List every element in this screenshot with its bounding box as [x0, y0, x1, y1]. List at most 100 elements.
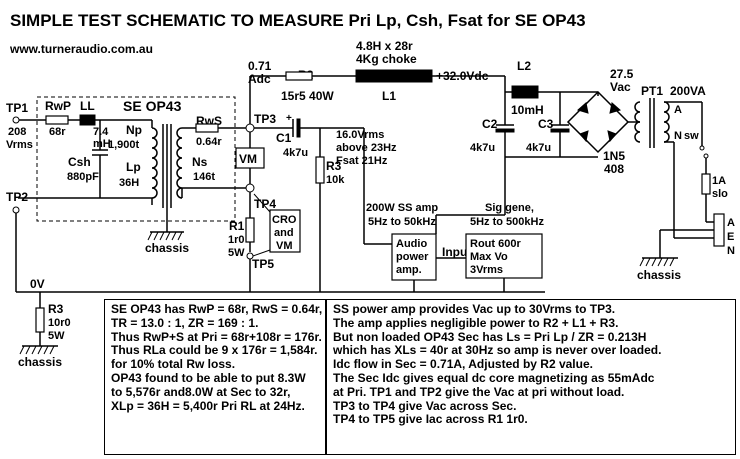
plug-active: A: [727, 217, 735, 229]
mains-plug: [713, 213, 725, 247]
website-label: www.turneraudio.com.au: [9, 42, 153, 56]
measurement-3: Fsat 21Hz: [336, 155, 388, 167]
rwp-value: 68r: [49, 126, 66, 138]
tp1-label: TP1: [6, 101, 28, 115]
c2-label: C2: [482, 117, 498, 131]
dc-current-2: Adc: [248, 72, 271, 86]
l1-choke: [355, 69, 433, 83]
dc-current-1: 0.71: [248, 59, 272, 73]
siggen-box: [465, 233, 543, 279]
c3-label: C3: [538, 117, 554, 131]
csh-value: 880pF: [67, 171, 99, 183]
pt1-vac-2: Vac: [610, 80, 631, 94]
rws-value: 0.64r: [196, 136, 222, 148]
r3b-value-1: 10r0: [48, 317, 71, 329]
siggen-label-3: 3Vrms: [470, 264, 503, 276]
l1-label: L1: [382, 89, 396, 103]
r2-value: 15r5 40W: [281, 89, 334, 103]
c2-plate-bottom: [495, 128, 515, 133]
note-line: Thus RwP+S at Pri = 68r+108r = 176r.: [111, 329, 322, 344]
c1-plate-right: [296, 118, 301, 138]
tp3-label: TP3: [254, 112, 276, 126]
note-line: The amp applies negligible power to R2 +…: [333, 315, 619, 330]
csh-label: Csh: [68, 155, 91, 169]
r3-resistor: [315, 156, 325, 184]
supply-voltage: +32.0Vdc: [436, 69, 489, 83]
vm-label: VM: [239, 152, 257, 166]
note-line: But non loaded OP43 Sec has Ls = Pri Lp …: [333, 329, 647, 344]
measurement-1: 16.0Vrms: [336, 129, 384, 141]
plug-earth: E: [727, 231, 734, 243]
pt1-label: PT1: [641, 84, 663, 98]
siggen-title-2: 5Hz to 500kHz: [470, 216, 544, 228]
chassis-ground-hatch-3: [19, 345, 55, 355]
np-label: Np: [126, 123, 142, 137]
fuse-label-1: 1A: [712, 175, 726, 187]
note-line: Thus RLa could be 9 x 176r = 1,584r.: [111, 343, 318, 358]
wire-cro-tp4: [253, 193, 271, 213]
plug-neutral: N: [727, 245, 735, 257]
note-line: to 5,576r and8.0W at Sec to 32r,: [111, 384, 291, 399]
fuse-1a: [701, 173, 711, 195]
l1-rating-1: 4.8H x 28r: [356, 39, 413, 53]
r1-value-1: 1r0: [228, 234, 245, 246]
transformer-name: SE OP43: [123, 98, 182, 114]
note-line: TR = 13.0 : 1, ZR = 169 : 1.: [111, 315, 259, 330]
diode-1: [576, 102, 589, 114]
note-line: XLp = 36H = 5,400r Pri RL at 24Hz.: [111, 398, 305, 413]
note-line: The Sec Idc gives equal dc core magnetiz…: [333, 370, 655, 385]
chassis-label-3: chassis: [18, 355, 62, 369]
tp4-label: TP4: [254, 197, 276, 211]
diode-bridge: [566, 90, 630, 154]
chassis-ground-hatch: [147, 231, 183, 241]
note-line: SE OP43 has RwP = 68r, RwS = 0.64r,: [111, 302, 323, 316]
note-line: SS power amp provides Vac up to 30Vrms t…: [333, 302, 616, 316]
switch-contact-2: [703, 153, 709, 159]
tp2-label: TP2: [6, 190, 28, 204]
diode-label-1: 1N5: [603, 149, 625, 163]
ll-label: LL: [80, 99, 95, 113]
input-label: Input: [442, 245, 471, 259]
switch-contact-1: [699, 145, 705, 151]
c1-label: C1: [276, 131, 292, 145]
amp-label-3: amp.: [396, 264, 422, 276]
r3b-label: R3: [48, 302, 64, 316]
r3b-value-2: 5W: [48, 330, 65, 342]
siggen-label-2: Max Vo: [470, 251, 508, 263]
wire-cro-tp5: [252, 249, 271, 257]
r1-value-2: 5W: [228, 247, 245, 259]
tp4-terminal: [245, 183, 255, 193]
rwp-label: RwP: [45, 99, 71, 113]
pt1-rating: 200VA: [670, 84, 706, 98]
c1-value: 4k7u: [283, 147, 308, 159]
pt1-secondary: [634, 101, 641, 143]
diode-4: [607, 130, 617, 143]
transformer-outline: [36, 96, 236, 222]
note-line: Idc flow in Sec = 0.71A, Adjusted by R2 …: [333, 357, 593, 372]
measurement-2: above 23Hz: [336, 142, 397, 154]
tp1-terminal: [12, 116, 20, 124]
tp5-label: TP5: [252, 257, 274, 271]
schematic-title: SIMPLE TEST SCHEMATIC TO MEASURE Pri Lp,…: [10, 11, 586, 30]
tp1-voltage-1: 208: [8, 126, 26, 138]
diode-3: [579, 130, 589, 143]
note-line: TP3 to TP4 give Vac across Sec.: [333, 398, 517, 413]
cro-label-3: VM: [276, 240, 293, 252]
r3-value: 10k: [326, 174, 345, 186]
amp-label-1: Audio: [396, 238, 427, 250]
fuse-label-2: slo: [712, 188, 728, 200]
cro-label-1: CRO: [272, 214, 297, 226]
lp-value: 36H: [119, 177, 139, 189]
notes-right-box: SS power amp provides Vac up to 30Vrms t…: [326, 299, 736, 455]
note-line: OP43 found to be able to put 8.3W: [111, 370, 306, 385]
notes-left-box: SE OP43 has RwP = 68r, RwS = 0.64r,TR = …: [104, 299, 326, 455]
l2-value: 10mH: [511, 103, 544, 117]
siggen-label-1: Rout 600r: [470, 238, 521, 250]
pt1-primary: [663, 101, 670, 143]
tp1-voltage-2: Vrms: [6, 139, 33, 151]
switch-label: sw: [684, 130, 699, 142]
amp-title-1: 200W SS amp: [366, 202, 438, 214]
r1-label: R1: [229, 219, 245, 233]
chassis-ground-hatch-2: [639, 257, 675, 267]
